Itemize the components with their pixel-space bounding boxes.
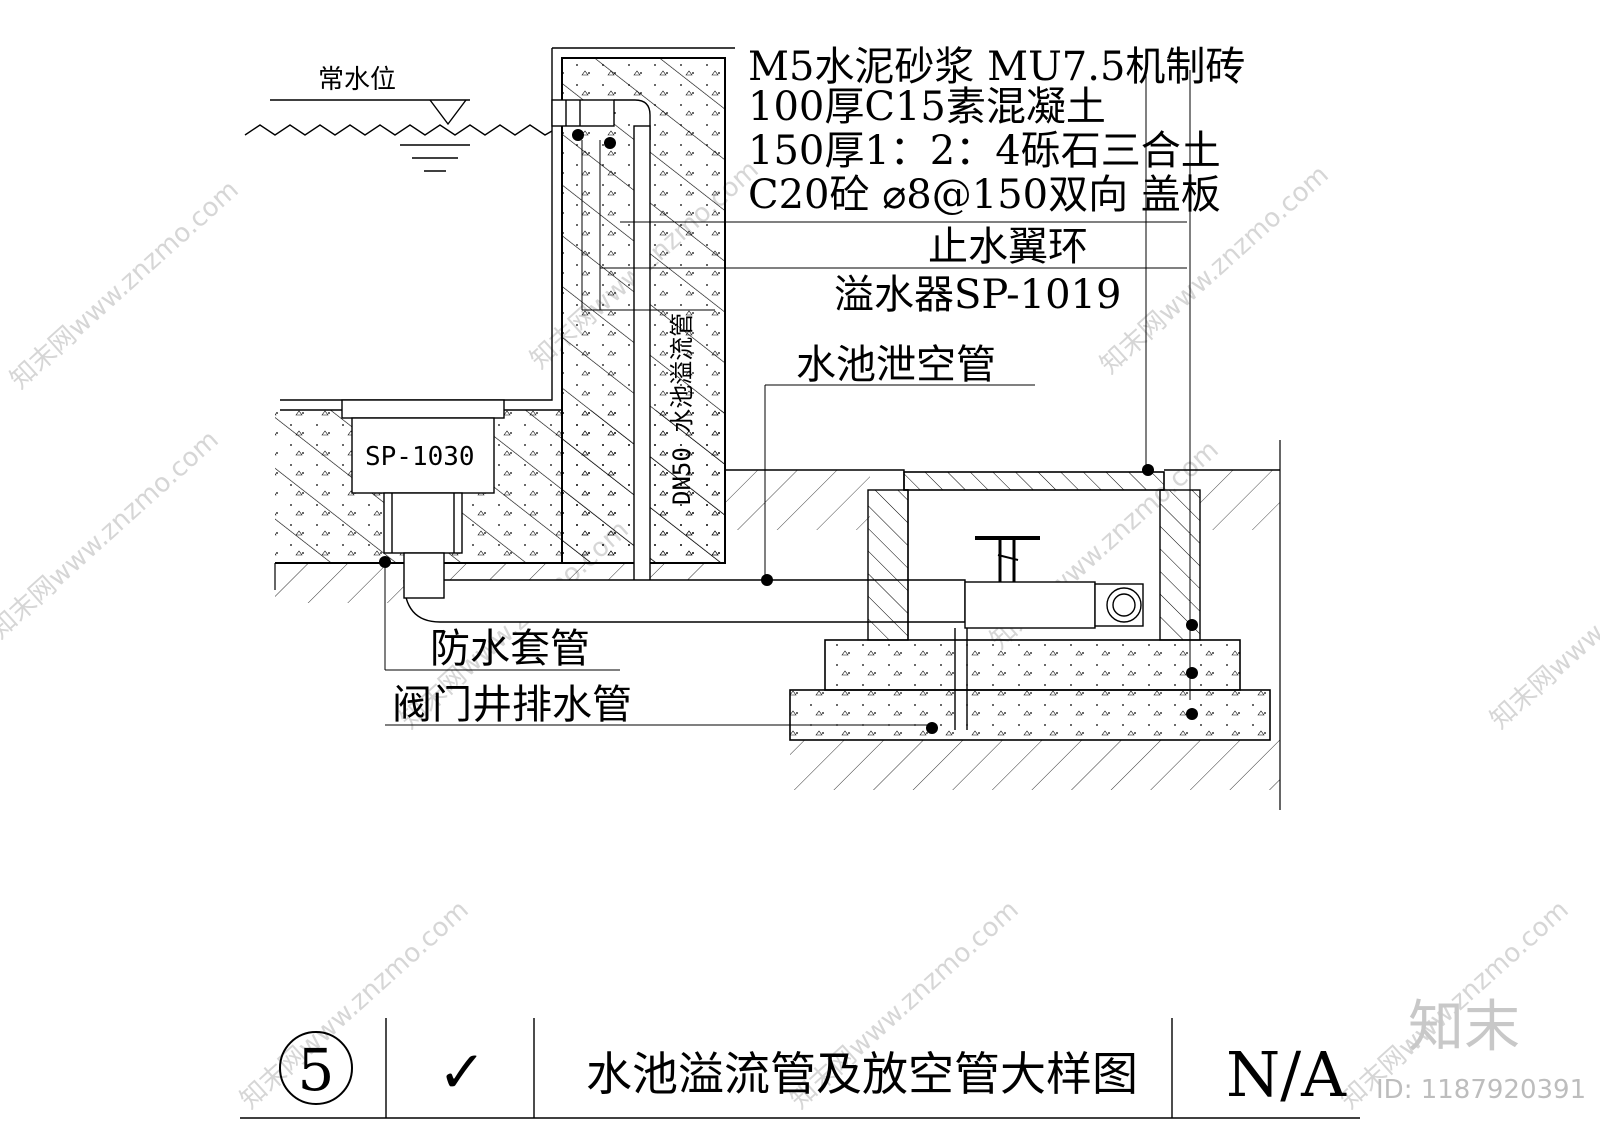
watermark-layer: 知末网www.znzmo.com 知末网www.znzmo.com 知末网www… bbox=[0, 155, 1600, 1115]
layer-4-label: C20砼 ⌀8@150双向 盖板 bbox=[748, 172, 1221, 218]
wing-ring-label: 止水翼环 bbox=[928, 224, 1088, 270]
pool-floor-slab bbox=[274, 410, 725, 603]
watermark-text: 知末网www.znzmo.com bbox=[5, 175, 245, 395]
leader-lines bbox=[384, 70, 1191, 726]
leader-dots bbox=[379, 129, 1198, 734]
layer-1-label: M5水泥砂浆 MU7.5机制砖 bbox=[748, 44, 1245, 90]
water-level-symbol: 常水位 bbox=[244, 65, 553, 172]
overflow-pipe-label: DN50 水池溢流管 bbox=[668, 313, 696, 505]
watermark-text: 知末网www.znzmo.com bbox=[0, 425, 225, 645]
annotations: M5水泥砂浆 MU7.5机制砖 100厚C15素混凝土 150厚1：2：4砾石三… bbox=[392, 44, 1245, 728]
detail-number: 5 bbox=[298, 1036, 335, 1104]
brand-watermark: 知末 ID: 1187920391 bbox=[1376, 995, 1586, 1105]
drain-box-label: SP-1030 bbox=[365, 442, 475, 472]
drawing-scale: N/A bbox=[1226, 1038, 1347, 1111]
layer-3-label: 150厚1：2：4砾石三合土 bbox=[748, 128, 1221, 174]
image-id: ID: 1187920391 bbox=[1376, 1075, 1586, 1105]
drain-pipe bbox=[403, 536, 1144, 730]
water-level-label: 常水位 bbox=[318, 65, 396, 95]
title-block: 5 ✓ 水池溢流管及放空管大样图 N/A bbox=[240, 1018, 1360, 1119]
drain-pipe-label: 水池泄空管 bbox=[796, 342, 996, 388]
overflow-pipe bbox=[551, 99, 1187, 595]
brand-logo: 知末 bbox=[1408, 995, 1520, 1060]
sleeve-label: 防水套管 bbox=[430, 626, 590, 672]
drawing-title: 水池溢流管及放空管大样图 bbox=[586, 1047, 1138, 1101]
valve-well-drain-label: 阀门井排水管 bbox=[392, 682, 632, 728]
check-mark: ✓ bbox=[438, 1038, 487, 1106]
layer-2-label: 100厚C15素混凝土 bbox=[748, 84, 1106, 130]
watermark-text: 知末网www.znzmo.com bbox=[1485, 515, 1600, 735]
overflow-device-label: 溢水器SP-1019 bbox=[834, 272, 1121, 318]
valve-well bbox=[725, 440, 1281, 810]
drain-box bbox=[341, 399, 505, 554]
